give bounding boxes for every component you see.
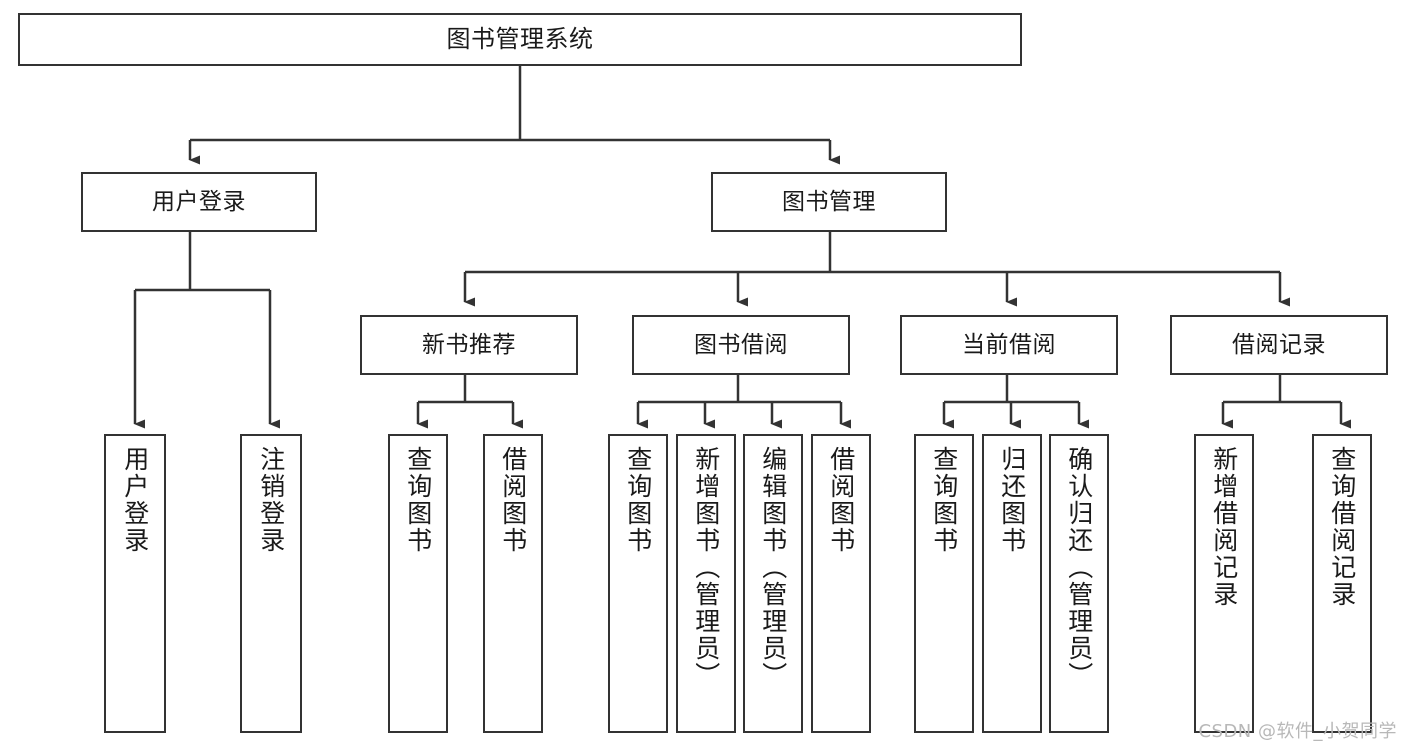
node-leaf-query-borrow-record[interactable]: 查询借阅记录	[1312, 434, 1372, 733]
node-leaf-borrow-book-2[interactable]: 借阅图书	[811, 434, 871, 733]
node-label: 注销登录	[256, 446, 286, 554]
node-new-book-recommend[interactable]: 新书推荐	[360, 315, 578, 375]
node-label: 图书管理	[782, 188, 876, 215]
node-label: 借阅图书	[498, 446, 528, 554]
node-root-system[interactable]: 图书管理系统	[18, 13, 1022, 66]
node-label: 新增图书（管理员）	[691, 446, 721, 689]
node-label: 图书管理系统	[446, 24, 594, 53]
node-label: 查询图书	[403, 446, 433, 554]
node-label: 查询图书	[929, 446, 959, 554]
node-leaf-query-book-3[interactable]: 查询图书	[914, 434, 974, 733]
node-leaf-logout-login[interactable]: 注销登录	[240, 434, 302, 733]
node-leaf-add-book[interactable]: 新增图书（管理员）	[676, 434, 736, 733]
node-label: 查询借阅记录	[1327, 446, 1357, 608]
node-user-login[interactable]: 用户登录	[81, 172, 317, 232]
node-leaf-borrow-book-1[interactable]: 借阅图书	[483, 434, 543, 733]
node-label: 借阅图书	[826, 446, 856, 554]
node-leaf-confirm-return[interactable]: 确认归还（管理员）	[1049, 434, 1109, 733]
node-label: 用户登录	[120, 446, 150, 554]
node-book-borrow[interactable]: 图书借阅	[632, 315, 850, 375]
node-label: 查询图书	[623, 446, 653, 554]
node-leaf-return-book[interactable]: 归还图书	[982, 434, 1042, 733]
node-label: 新增借阅记录	[1209, 446, 1239, 608]
node-label: 编辑图书（管理员）	[758, 446, 788, 689]
node-book-manage[interactable]: 图书管理	[711, 172, 947, 232]
node-leaf-add-borrow-record[interactable]: 新增借阅记录	[1194, 434, 1254, 733]
node-leaf-user-login[interactable]: 用户登录	[104, 434, 166, 733]
node-label: 图书借阅	[694, 331, 788, 358]
node-label: 借阅记录	[1232, 331, 1326, 358]
csdn-watermark: CSDN @软件_小贺同学	[1198, 721, 1397, 742]
node-leaf-query-book-2[interactable]: 查询图书	[608, 434, 668, 733]
node-label: 用户登录	[152, 188, 246, 215]
node-label: 新书推荐	[422, 331, 516, 358]
node-leaf-edit-book[interactable]: 编辑图书（管理员）	[743, 434, 803, 733]
node-label: 归还图书	[997, 446, 1027, 554]
node-leaf-query-book-1[interactable]: 查询图书	[388, 434, 448, 733]
node-current-borrow[interactable]: 当前借阅	[900, 315, 1118, 375]
node-borrow-record[interactable]: 借阅记录	[1170, 315, 1388, 375]
node-label: 确认归还（管理员）	[1064, 446, 1094, 689]
node-label: 当前借阅	[962, 331, 1056, 358]
